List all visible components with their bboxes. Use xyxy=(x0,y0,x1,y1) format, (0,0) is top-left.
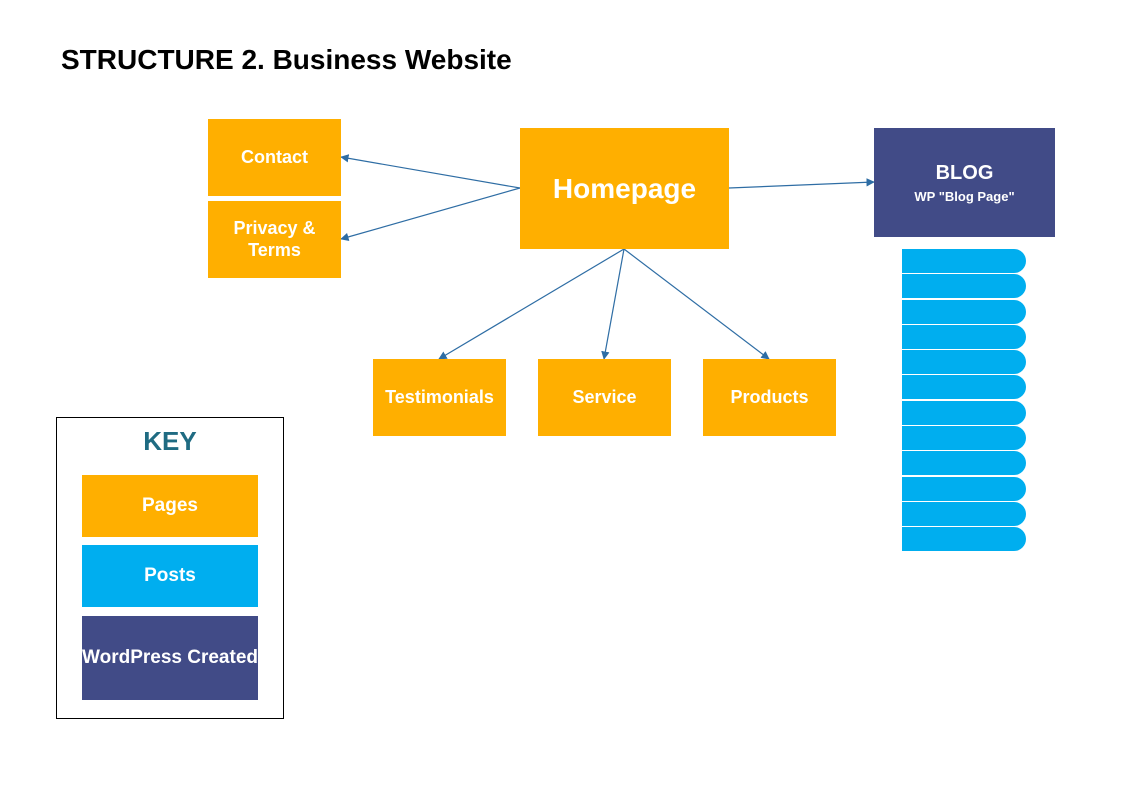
key-pages-label: Pages xyxy=(142,494,198,516)
blog-post-item xyxy=(902,274,1026,299)
blog-post-stack xyxy=(902,249,1026,553)
blog-post-item xyxy=(902,476,1026,501)
arrow-homepage-to-privacy xyxy=(340,187,521,241)
blog-post-item xyxy=(902,375,1026,400)
node-service-label: Service xyxy=(572,386,637,407)
arrow-homepage-to-blog xyxy=(728,178,875,189)
key-legend: KEY Pages Posts WordPress Created xyxy=(56,417,284,719)
blog-post-item xyxy=(902,324,1026,349)
key-item-wordpress-created: WordPress Created xyxy=(82,616,258,700)
node-blog-subtitle: WP "Blog Page" xyxy=(914,188,1015,204)
node-contact-label: Contact xyxy=(241,146,308,167)
node-blog-title: BLOG xyxy=(935,161,994,184)
node-privacy-label: Privacy & Terms xyxy=(233,217,316,260)
arrow-homepage-to-contact xyxy=(340,154,521,189)
node-privacy-terms: Privacy & Terms xyxy=(208,201,341,278)
node-homepage-label: Homepage xyxy=(552,172,697,204)
key-posts-label: Posts xyxy=(144,564,196,586)
key-title: KEY xyxy=(143,426,197,456)
arrow-homepage-to-products xyxy=(623,248,770,360)
node-contact: Contact xyxy=(208,119,341,196)
node-homepage: Homepage xyxy=(520,128,729,249)
blog-post-item xyxy=(902,451,1026,476)
blog-post-item xyxy=(902,350,1026,375)
node-testimonials: Testimonials xyxy=(373,359,506,436)
node-blog: BLOG WP "Blog Page" xyxy=(874,128,1055,237)
blog-post-item xyxy=(902,400,1026,425)
node-products-label: Products xyxy=(730,386,809,407)
key-item-pages: Pages xyxy=(82,475,258,537)
blog-post-item xyxy=(902,527,1026,552)
node-products: Products xyxy=(703,359,836,436)
blog-post-item xyxy=(902,501,1026,526)
node-service: Service xyxy=(538,359,671,436)
node-testimonials-label: Testimonials xyxy=(385,386,494,407)
page-title: STRUCTURE 2. Business Website xyxy=(61,44,512,75)
key-wordpress-label: WordPress Created xyxy=(82,646,258,668)
arrow-homepage-to-testimonials xyxy=(438,248,625,360)
blog-post-item xyxy=(902,299,1026,324)
key-item-posts: Posts xyxy=(82,545,258,607)
blog-post-item xyxy=(902,249,1026,273)
blog-post-item xyxy=(902,426,1026,451)
arrow-homepage-to-service xyxy=(601,248,625,360)
